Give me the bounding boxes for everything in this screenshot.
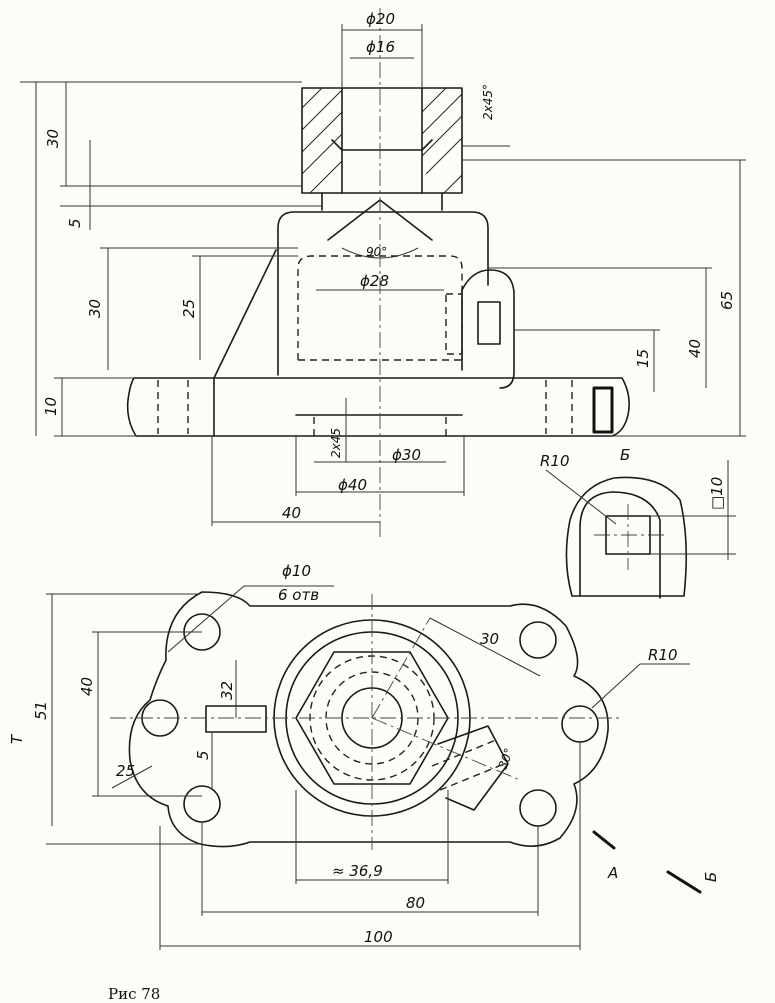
dim-chamfer: 2x45°: [481, 84, 495, 120]
shaft-hatching: [301, 87, 463, 194]
hole-top-right: [519, 621, 557, 659]
section-mark-a: А: [607, 864, 618, 882]
dim-radius-right: R10: [648, 646, 678, 664]
dim-half-width: 40: [282, 504, 301, 522]
dim-boss-height: 15: [634, 349, 652, 368]
dim-hex-side: 30: [480, 630, 499, 648]
dim-holes-dia: ϕ10: [282, 562, 311, 580]
dim-cavity-dia: ϕ28: [360, 272, 389, 290]
view-b-square-dim: □10: [708, 477, 726, 510]
dim-angle: 90°: [366, 245, 387, 259]
dim-bore-dia: ϕ30: [392, 446, 421, 464]
hole-mid-right: [561, 705, 599, 743]
dim-flange-height: 10: [42, 397, 60, 416]
dim-across-flats: ≈ 36,9: [332, 862, 383, 880]
top-outline: [128, 591, 609, 848]
side-boss: [461, 269, 515, 389]
dim-holes-height: 40: [78, 677, 96, 696]
dim-offset: 32: [218, 681, 236, 700]
view-arrow-b: [666, 870, 702, 894]
rib-line: [213, 249, 277, 379]
shaft-chamfer-right: [421, 139, 433, 151]
view-b-boss: [579, 491, 661, 599]
dim-bore-depth: 2x45: [329, 428, 343, 458]
dim-overall-width: 100: [364, 928, 393, 946]
dim-hex-angle: 30°: [496, 746, 516, 771]
view-b-label: Б: [620, 446, 630, 464]
boss-hidden: [445, 293, 463, 355]
dim-shaft-inner: ϕ16: [366, 38, 395, 56]
hole-bottom-left: [183, 785, 221, 823]
figure-caption: Рис 78: [108, 985, 161, 1003]
mark-left: Т: [8, 733, 26, 744]
front-view: [126, 8, 630, 540]
view-b: Б R10 □10: [540, 446, 736, 599]
angled-boss: [437, 725, 509, 811]
shaft-chamfer-left: [331, 139, 343, 151]
dim-hole-span: 80: [406, 894, 425, 912]
dim-right-height: 40: [686, 339, 704, 358]
flange-outline: [126, 377, 630, 437]
dim-base-dia: ϕ40: [338, 476, 367, 494]
hole-bottom-right: [519, 789, 557, 827]
dim-holes-count: 6 отв: [278, 586, 319, 604]
view-mark-b: Б: [702, 872, 720, 882]
section-arrow-a: [592, 830, 616, 850]
front-dimensions: ϕ20 ϕ16 2x45° 30 5 30 25 10 90° ϕ28: [20, 10, 746, 526]
dim-gap: 5: [66, 218, 84, 228]
view-b-radius: R10: [540, 452, 570, 470]
body-outline: [277, 211, 489, 376]
top-view: [110, 591, 620, 850]
shaft-outline: [301, 87, 463, 194]
dim-slot: 5: [194, 750, 212, 760]
boss-square-hole: [477, 301, 501, 345]
dim-body-height: 30: [86, 299, 104, 318]
dim-shaft-height: 30: [44, 129, 62, 148]
flange-right-section: [592, 386, 614, 434]
hidden-cavity: [297, 255, 463, 360]
dim-shaft-outer: ϕ20: [366, 10, 395, 28]
dim-cavity-height: 25: [180, 299, 198, 318]
view-b-outline: [565, 476, 688, 597]
dim-total-height: 65: [718, 291, 736, 310]
dim-corner-radius: 25: [116, 762, 135, 780]
top-dimensions: ϕ10 6 отв 30 30° R10 51 Т 40 32 5 25 ≈ 3…: [8, 562, 720, 950]
dim-top-height: 51: [32, 701, 50, 720]
